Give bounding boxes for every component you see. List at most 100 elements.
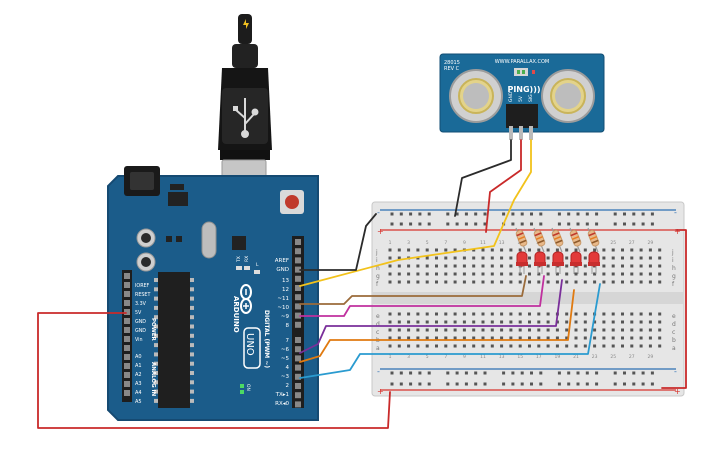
- rail-hole[interactable]: [595, 212, 599, 216]
- breadboard-hole[interactable]: [574, 312, 578, 316]
- breadboard-hole[interactable]: [648, 344, 652, 348]
- header-pin[interactable]: [124, 273, 130, 279]
- breadboard-hole[interactable]: [555, 344, 559, 348]
- breadboard-hole[interactable]: [630, 248, 634, 252]
- breadboard-hole[interactable]: [528, 280, 531, 284]
- breadboard-hole[interactable]: [648, 272, 652, 276]
- breadboard-hole[interactable]: [546, 344, 550, 348]
- breadboard-hole[interactable]: [388, 264, 392, 268]
- breadboard-hole[interactable]: [583, 344, 587, 348]
- breadboard-hole[interactable]: [583, 272, 587, 276]
- header-pin[interactable]: [124, 345, 130, 351]
- breadboard-hole[interactable]: [630, 272, 634, 276]
- breadboard-hole[interactable]: [639, 312, 643, 316]
- rail-hole[interactable]: [464, 382, 468, 386]
- breadboard-hole[interactable]: [416, 272, 420, 276]
- rail-hole[interactable]: [483, 212, 487, 216]
- breadboard-hole[interactable]: [574, 248, 578, 252]
- rail-hole[interactable]: [418, 371, 422, 375]
- header-pin[interactable]: [124, 282, 130, 288]
- rail-hole[interactable]: [399, 222, 403, 226]
- rail-hole[interactable]: [641, 371, 645, 375]
- breadboard-hole[interactable]: [490, 280, 494, 284]
- breadboard-hole[interactable]: [444, 344, 448, 348]
- rail-hole[interactable]: [390, 212, 394, 216]
- breadboard-hole[interactable]: [500, 328, 504, 332]
- rail-hole[interactable]: [427, 371, 431, 375]
- breadboard-hole[interactable]: [639, 328, 643, 332]
- breadboard-hole[interactable]: [490, 256, 494, 260]
- rail-hole[interactable]: [623, 222, 626, 226]
- breadboard-hole[interactable]: [490, 320, 494, 324]
- breadboard-hole[interactable]: [565, 264, 569, 268]
- rail-hole[interactable]: [464, 371, 468, 375]
- breadboard-hole[interactable]: [407, 344, 411, 348]
- breadboard-hole[interactable]: [611, 280, 615, 284]
- rail-hole[interactable]: [530, 212, 533, 216]
- breadboard-hole[interactable]: [621, 312, 624, 316]
- rail-hole[interactable]: [446, 222, 450, 226]
- breadboard-hole[interactable]: [611, 320, 615, 324]
- breadboard-hole[interactable]: [639, 280, 643, 284]
- header-pin[interactable]: [124, 372, 130, 378]
- rail-hole[interactable]: [557, 212, 561, 216]
- rail-hole[interactable]: [520, 222, 524, 226]
- breadboard-hole[interactable]: [621, 264, 624, 268]
- breadboard-hole[interactable]: [397, 272, 401, 276]
- breadboard-hole[interactable]: [658, 256, 662, 260]
- rail-hole[interactable]: [595, 371, 599, 375]
- breadboard-hole[interactable]: [472, 320, 476, 324]
- rail-hole[interactable]: [511, 382, 515, 386]
- rail-hole[interactable]: [632, 222, 636, 226]
- breadboard[interactable]: + - + - + - + - j i h g f e d c b a j i …: [371, 201, 685, 397]
- breadboard-hole[interactable]: [528, 344, 531, 348]
- breadboard-hole[interactable]: [546, 248, 550, 252]
- breadboard-hole[interactable]: [546, 256, 550, 260]
- rail-hole[interactable]: [390, 382, 394, 386]
- breadboard-hole[interactable]: [593, 248, 597, 252]
- breadboard-hole[interactable]: [602, 328, 606, 332]
- breadboard-hole[interactable]: [509, 248, 513, 252]
- breadboard-hole[interactable]: [397, 312, 401, 316]
- breadboard-hole[interactable]: [472, 256, 476, 260]
- rail-hole[interactable]: [474, 212, 478, 216]
- rail-hole[interactable]: [409, 212, 413, 216]
- breadboard-hole[interactable]: [611, 248, 615, 252]
- breadboard-hole[interactable]: [518, 312, 522, 316]
- rail-hole[interactable]: [511, 371, 515, 375]
- breadboard-hole[interactable]: [565, 248, 569, 252]
- breadboard-hole[interactable]: [574, 344, 578, 348]
- breadboard-hole[interactable]: [565, 272, 569, 276]
- breadboard-hole[interactable]: [444, 312, 448, 316]
- breadboard-hole[interactable]: [611, 336, 615, 340]
- header-pin[interactable]: [295, 401, 301, 408]
- breadboard-hole[interactable]: [472, 312, 476, 316]
- header-pin[interactable]: [295, 266, 301, 273]
- breadboard-hole[interactable]: [555, 328, 559, 332]
- breadboard-hole[interactable]: [472, 344, 476, 348]
- breadboard-hole[interactable]: [658, 336, 662, 340]
- led-3[interactable]: [551, 227, 564, 274]
- rail-hole[interactable]: [483, 371, 487, 375]
- breadboard-hole[interactable]: [593, 320, 597, 324]
- header-pin[interactable]: [295, 364, 301, 371]
- breadboard-hole[interactable]: [407, 280, 411, 284]
- breadboard-hole[interactable]: [500, 336, 504, 340]
- header-pin[interactable]: [295, 294, 301, 301]
- breadboard-hole[interactable]: [630, 264, 634, 268]
- rail-hole[interactable]: [427, 222, 431, 226]
- breadboard-hole[interactable]: [574, 280, 578, 284]
- header-pin[interactable]: [295, 303, 301, 310]
- breadboard-hole[interactable]: [658, 264, 662, 268]
- header-pin[interactable]: [295, 257, 301, 264]
- breadboard-hole[interactable]: [602, 344, 606, 348]
- breadboard-hole[interactable]: [453, 328, 457, 332]
- rail-hole[interactable]: [502, 212, 506, 216]
- breadboard-hole[interactable]: [583, 312, 587, 316]
- breadboard-hole[interactable]: [472, 264, 476, 268]
- rail-hole[interactable]: [474, 382, 478, 386]
- breadboard-hole[interactable]: [648, 320, 652, 324]
- breadboard-hole[interactable]: [518, 320, 522, 324]
- breadboard-hole[interactable]: [518, 344, 522, 348]
- breadboard-hole[interactable]: [537, 248, 541, 252]
